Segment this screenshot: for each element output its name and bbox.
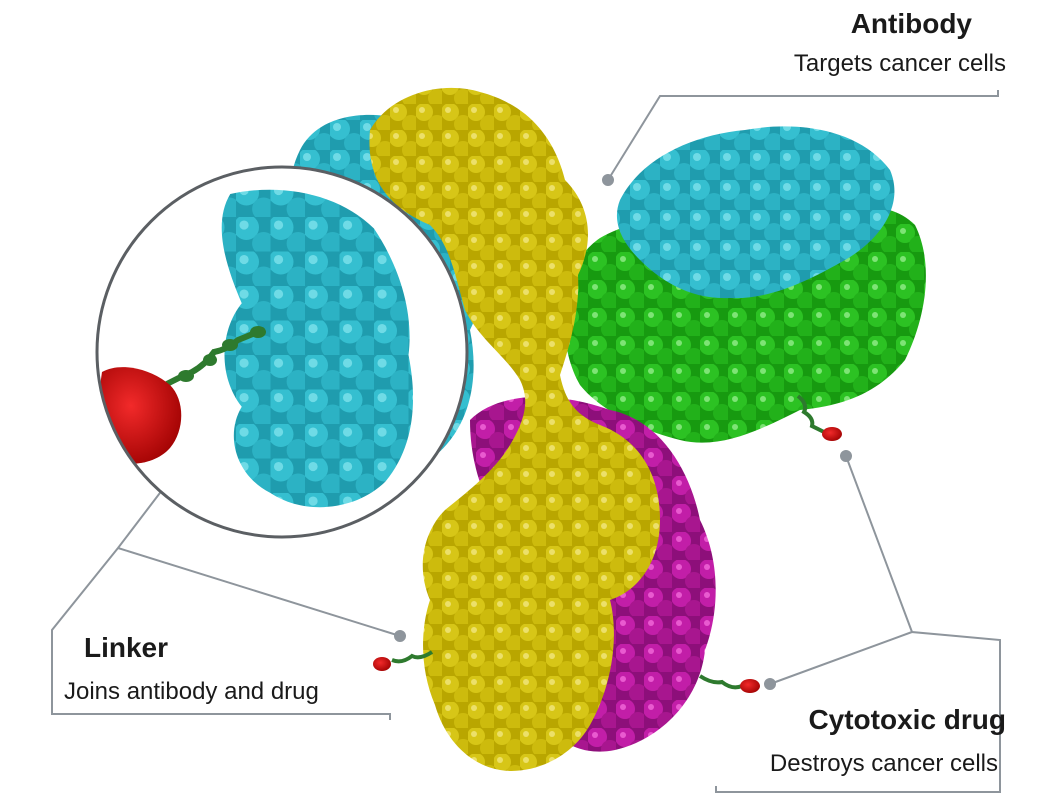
antibody-description: Targets cancer cells [793,50,1006,77]
linker-description: Joins antibody and drug [64,678,319,705]
antibody-callout-dot [602,174,614,186]
antibody-title: Antibody [850,8,972,39]
heavy-chain [369,87,660,771]
callout-lines [51,90,1001,793]
linker-callout-line [51,396,391,720]
linker-drug-right-arm [796,394,842,441]
cytotoxic-drug-description: Destroys cancer cells [769,750,998,777]
drug-callout-line [715,455,1001,793]
right-light-chain [616,126,895,299]
cytotoxic-drug-title: Cytotoxic drug [808,704,1006,735]
antibody-callout-line [607,90,999,181]
linker-drug-right [698,674,760,693]
linker-title: Linker [84,632,169,663]
linker-drug-left [373,650,434,671]
magnified-linker-view [95,165,469,539]
